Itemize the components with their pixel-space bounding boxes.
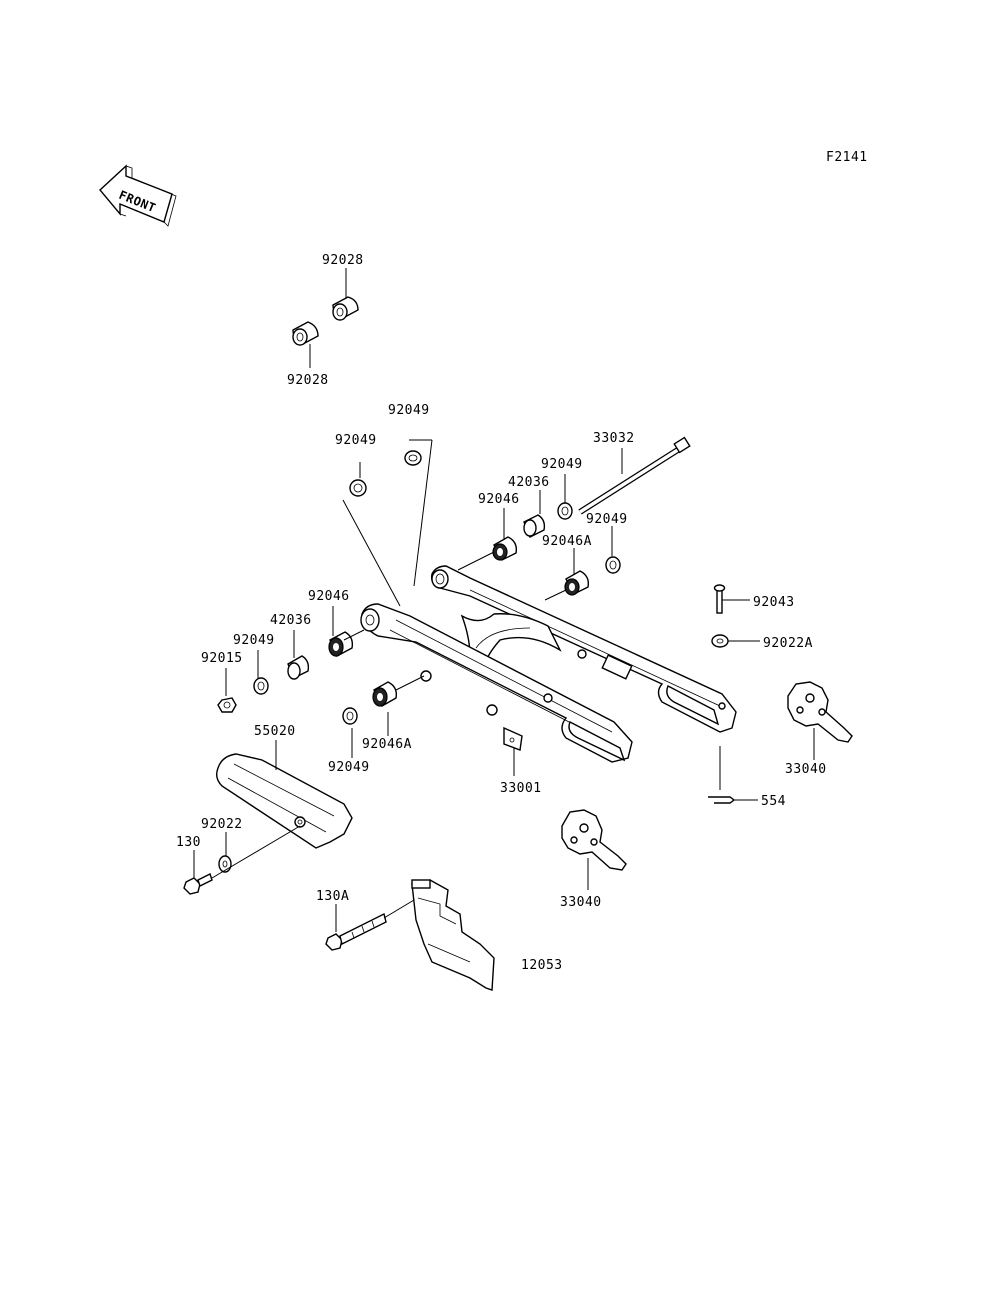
chain-guard-12053 — [411, 879, 495, 991]
label-92046-a: 92046 — [478, 492, 520, 507]
callout-labels: 92028 92028 92049 92049 33032 92049 4203… — [176, 253, 827, 973]
label-92022: 92022 — [201, 817, 243, 832]
bolt-130 — [183, 873, 213, 895]
seal-92049-upper-left — [404, 450, 422, 466]
label-33040-b: 33040 — [560, 895, 602, 910]
chain-slider-55020 — [215, 753, 353, 849]
label-42036-b: 42036 — [270, 613, 312, 628]
pin-92043 — [713, 584, 726, 614]
seal-92049-lower — [342, 707, 358, 725]
collar-42036-right — [523, 514, 546, 538]
label-92049-b: 92049 — [335, 433, 377, 448]
nut-92015 — [217, 697, 237, 713]
bushing-92046A-right — [564, 570, 590, 596]
swingarm-33001 — [360, 565, 737, 763]
seal-92049-right-b — [605, 556, 621, 574]
collar-42036-left — [287, 655, 310, 680]
label-92049-d: 92049 — [586, 512, 628, 527]
pivot-shaft-33032 — [578, 436, 691, 515]
label-92015: 92015 — [201, 651, 243, 666]
label-33001: 33001 — [500, 781, 542, 796]
label-55020: 55020 — [254, 724, 296, 739]
label-42036-a: 42036 — [508, 475, 550, 490]
chain-adjuster-33040-left — [561, 809, 627, 871]
label-33040-a: 33040 — [785, 762, 827, 777]
label-33032: 33032 — [593, 431, 635, 446]
label-92028-bottom: 92028 — [287, 373, 329, 388]
front-arrow-icon: FRONT — [99, 164, 177, 227]
label-92049-f: 92049 — [328, 760, 370, 775]
seal-92049-left-pivot — [349, 479, 367, 497]
washer-92022 — [218, 855, 232, 873]
label-92046-b: 92046 — [308, 589, 350, 604]
label-92046A-b: 92046A — [362, 737, 412, 752]
label-92049-e: 92049 — [233, 633, 275, 648]
bushing-92028-bottom — [292, 321, 319, 346]
bolt-130A — [325, 912, 387, 951]
label-92046A-a: 92046A — [542, 534, 592, 549]
label-92028-top: 92028 — [322, 253, 364, 268]
label-92043: 92043 — [753, 595, 795, 610]
bushing-92046A-left — [372, 681, 398, 707]
seal-92049-right-a — [557, 502, 573, 520]
washer-92022A — [711, 634, 729, 648]
seal-92049-left — [253, 677, 269, 695]
bushing-92046-left — [328, 631, 354, 657]
cotter-pin-554 — [708, 796, 736, 804]
label-92049-c: 92049 — [541, 457, 583, 472]
label-92022A: 92022A — [763, 636, 813, 651]
label-92049-a: 92049 — [388, 403, 430, 418]
figure-code: F2141 — [826, 150, 868, 165]
bushing-92028-top — [332, 296, 359, 321]
chain-adjuster-33040-right — [787, 681, 853, 743]
bushing-92046-right — [492, 536, 518, 561]
label-130A: 130A — [316, 889, 349, 904]
label-130: 130 — [176, 835, 201, 850]
label-12053: 12053 — [521, 958, 563, 973]
label-554: 554 — [761, 794, 786, 809]
